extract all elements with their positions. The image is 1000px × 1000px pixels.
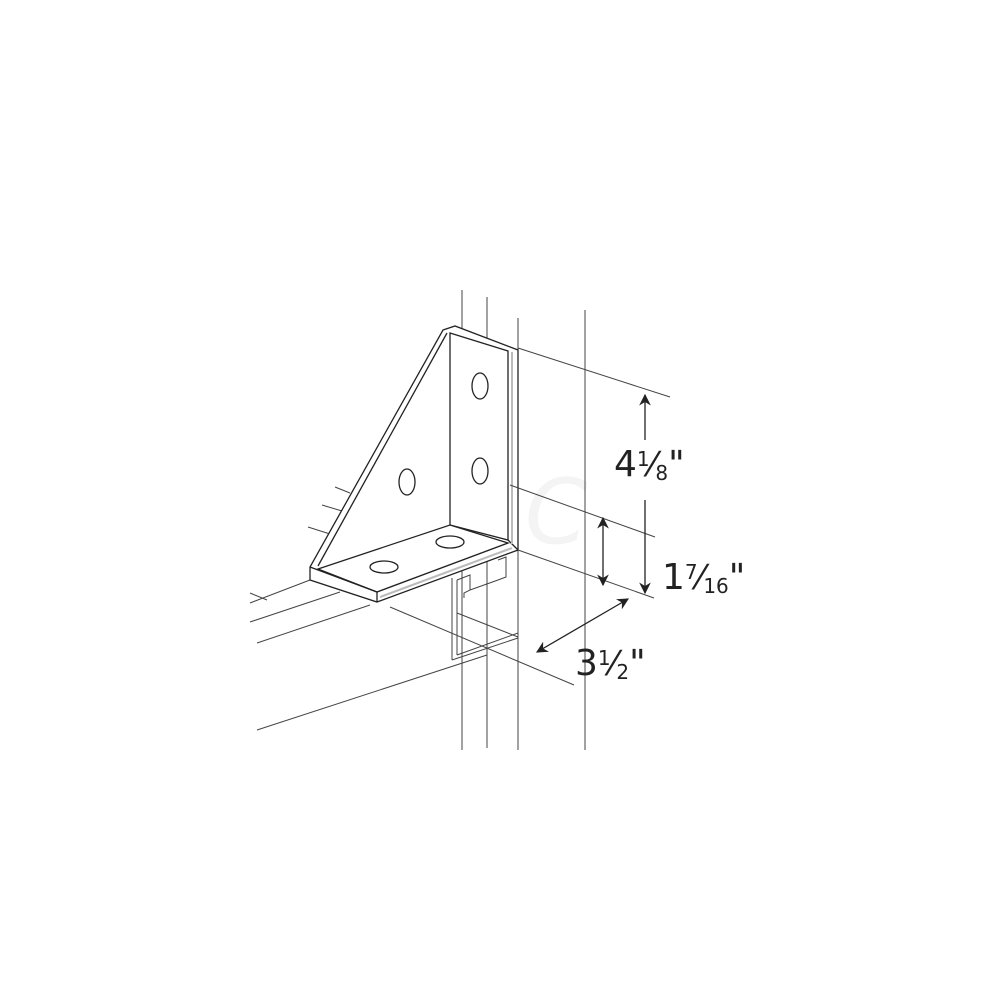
height-dimension-label: 41⁄8" bbox=[614, 444, 685, 485]
width-unit: " bbox=[728, 557, 746, 598]
width-dimension-label: 17⁄16" bbox=[662, 557, 746, 598]
depth-num: 1 bbox=[597, 646, 611, 670]
bolt-holes bbox=[369, 372, 489, 574]
depth-unit: " bbox=[629, 643, 646, 684]
width-num: 7 bbox=[684, 560, 698, 584]
width-whole: 1 bbox=[662, 557, 685, 598]
depth-whole: 3 bbox=[575, 643, 598, 684]
channel-profile bbox=[451, 556, 519, 661]
height-den: 8 bbox=[655, 461, 669, 485]
corner-bracket bbox=[309, 325, 519, 603]
height-unit: " bbox=[668, 444, 685, 485]
width-den: 16 bbox=[703, 574, 729, 598]
horizontal-beam bbox=[249, 486, 488, 731]
depth-arrow bbox=[535, 598, 630, 653]
height-num: 1 bbox=[636, 447, 650, 471]
extension-lines bbox=[389, 347, 671, 686]
height-whole: 4 bbox=[614, 444, 637, 485]
depth-den: 2 bbox=[616, 660, 630, 684]
depth-dimension-label: 31⁄2" bbox=[575, 643, 646, 684]
